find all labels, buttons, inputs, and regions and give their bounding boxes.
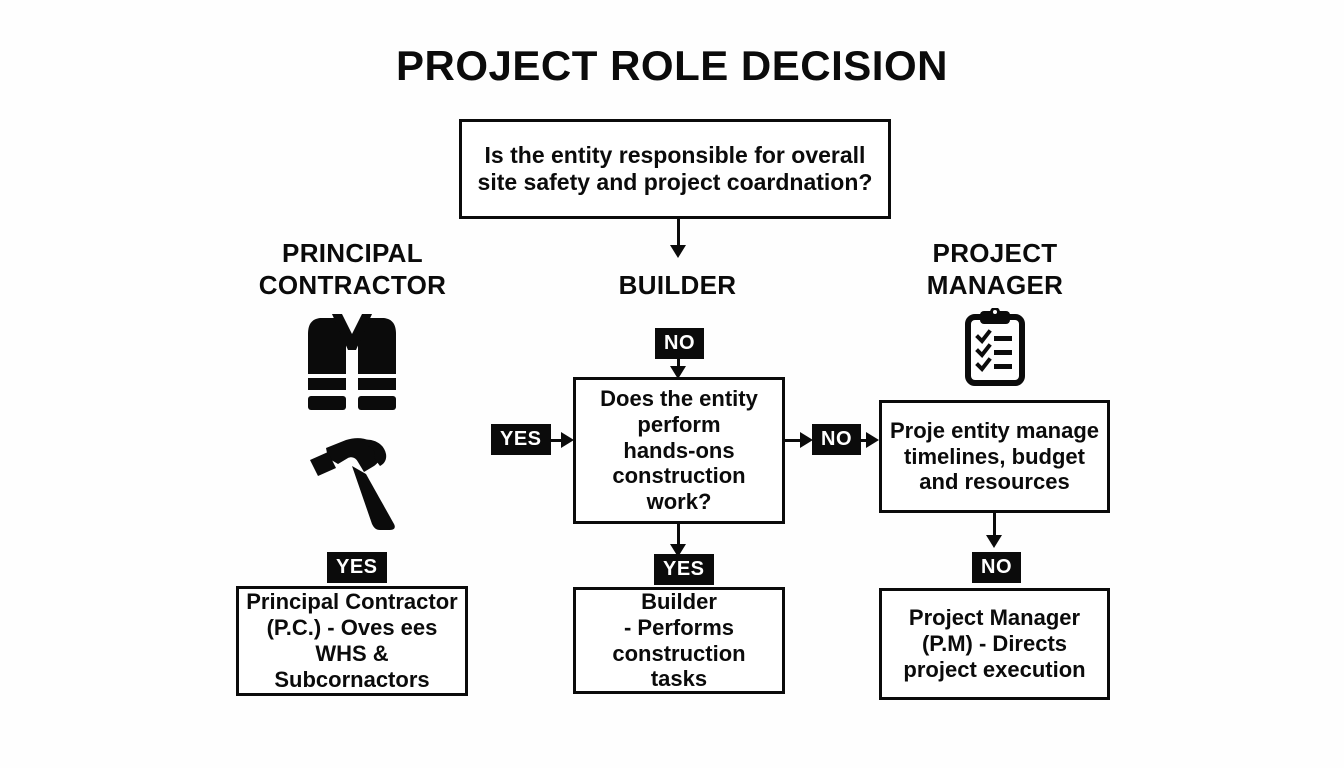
- safety-vest-icon: [298, 312, 406, 412]
- column-heading-line-2: MANAGER: [926, 269, 1064, 300]
- outcome-builder-box: Builder - Performs construction tasks: [573, 587, 785, 694]
- outcome-project-manager-text: Project Manager (P.M) - Directs project …: [903, 605, 1086, 682]
- label-root-to-second-no: NO: [655, 328, 704, 359]
- connector-second-question-to-builder-outcome: [677, 524, 680, 550]
- outcome-project-manager-box: Project Manager (P.M) - Directs project …: [879, 588, 1110, 700]
- arrowhead-third-question-to-pm-outcome: [986, 535, 1002, 548]
- arrowhead-second-question-to-builder-outcome: [670, 544, 686, 557]
- arrowhead-second-to-no-chip: [800, 432, 813, 448]
- arrowhead-no-to-second-question: [670, 366, 686, 379]
- hammer-icon: [302, 436, 402, 532]
- connector-second-to-no-chip: [785, 439, 803, 442]
- root-question-box: Is the entity responsible for overall si…: [459, 119, 891, 219]
- column-heading-line-1: PROJECT: [932, 238, 1058, 268]
- third-question-text: Proje entity manage timelines, budget an…: [889, 417, 1100, 495]
- clipboard-checklist-icon: [963, 308, 1027, 388]
- column-heading-line-2: CONTRACTOR: [258, 269, 447, 300]
- outcome-principal-contractor-box: Principal Contractor (P.C.) - Oves ees W…: [236, 586, 468, 696]
- root-question-text: Is the entity responsible for overall si…: [477, 141, 873, 195]
- label-pm-outcome-no: NO: [972, 552, 1021, 583]
- connector-yes-into-second-question: [547, 439, 563, 442]
- second-question-box: Does the entity perform hands-ons constr…: [573, 377, 785, 524]
- column-heading-project-manager: PROJECT MANAGER: [850, 238, 1140, 301]
- column-heading-builder: BUILDER: [545, 270, 810, 302]
- label-pc-outcome-yes: YES: [327, 552, 387, 583]
- arrowhead-no-chip-to-third: [866, 432, 879, 448]
- connector-root-to-builder: [677, 219, 680, 247]
- arrowhead-root-to-builder: [670, 245, 686, 258]
- column-heading-principal-contractor: PRINCIPAL CONTRACTOR: [205, 238, 500, 301]
- connector-third-question-to-pm-outcome: [993, 513, 996, 539]
- label-second-in-yes: YES: [491, 424, 551, 455]
- label-second-to-third-no: NO: [812, 424, 861, 455]
- arrowhead-yes-into-second-question: [561, 432, 574, 448]
- connector-no-to-second-question: [677, 356, 680, 370]
- outcome-builder-text: Builder - Performs construction tasks: [612, 588, 746, 692]
- connector-no-chip-to-third: [856, 439, 872, 442]
- column-heading-line-1: PRINCIPAL: [282, 238, 423, 268]
- third-question-box: Proje entity manage timelines, budget an…: [879, 400, 1110, 513]
- page-title: PROJECT ROLE DECISION: [396, 42, 948, 89]
- outcome-principal-contractor-text: Principal Contractor (P.C.) - Oves ees W…: [246, 589, 458, 692]
- label-builder-outcome-yes: YES: [654, 554, 714, 585]
- column-heading-line-1: BUILDER: [618, 270, 737, 300]
- second-question-text: Does the entity perform hands-ons constr…: [600, 385, 758, 515]
